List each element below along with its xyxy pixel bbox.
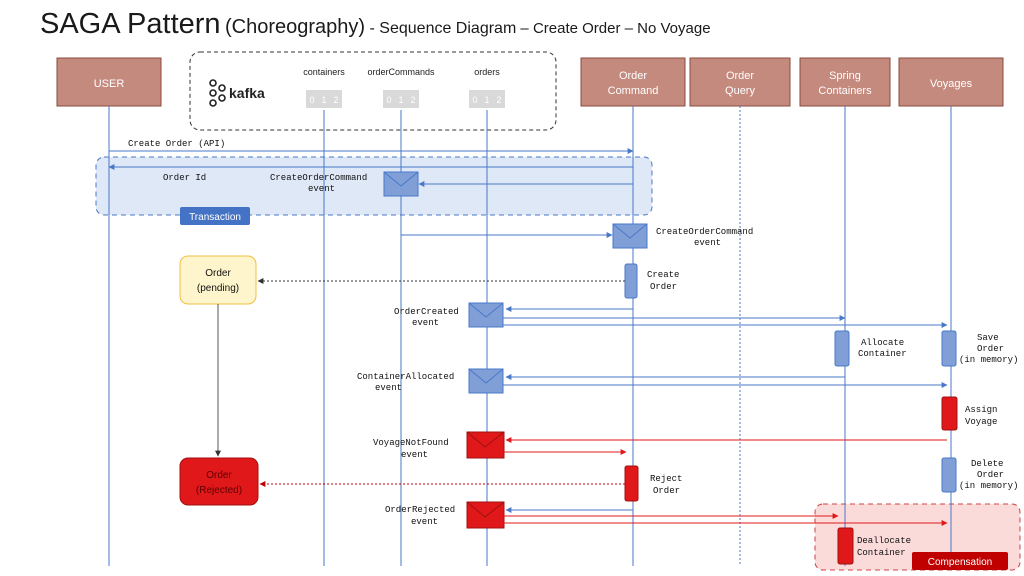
topic-order-commands-label: orderCommands	[367, 67, 435, 77]
title-dash: -	[365, 20, 380, 37]
svg-text:2: 2	[410, 95, 415, 105]
topic-containers-label: containers	[303, 67, 345, 77]
activation-assign-voyage	[941, 396, 958, 431]
label-deallocate-container-line1: Deallocate	[857, 536, 911, 546]
kafka-box	[189, 51, 557, 131]
label-create-order-command-1-line1: CreateOrderCommand	[270, 173, 367, 183]
envelope-order-rejected	[466, 501, 505, 529]
participant-spring-containers-label-2: Containers	[818, 85, 872, 97]
state-pending-line1: Order	[205, 268, 231, 279]
label-assign-voyage-line1: Assign	[965, 405, 997, 415]
svg-text:0: 0	[386, 95, 391, 105]
participant-order-query	[689, 57, 791, 107]
svg-text:0: 0	[472, 95, 477, 105]
label-order-rejected-line2: event	[411, 517, 438, 527]
activation-allocate-container	[834, 330, 850, 367]
envelope-voyage-not-found	[466, 431, 505, 459]
label-create-order-api: Create Order (API)	[128, 139, 225, 149]
svg-text:2: 2	[496, 95, 501, 105]
diagram-title: SAGA Pattern (Choreography) - Sequence D…	[40, 8, 711, 41]
label-order-created-line2: event	[412, 318, 439, 328]
label-order-created-line1: OrderCreated	[394, 307, 459, 317]
participant-voyages-label: Voyages	[930, 78, 973, 90]
participant-order-query-label-2: Query	[725, 85, 755, 97]
label-reject-order-line1: Reject	[650, 474, 682, 484]
label-assign-voyage-line2: Voyage	[965, 417, 997, 427]
label-create-order-command-2-line1: CreateOrderCommand	[656, 227, 753, 237]
label-reject-order-line2: Order	[653, 486, 680, 496]
kafka-logo-icon	[209, 79, 226, 107]
label-order-rejected-line1: OrderRejected	[385, 505, 455, 515]
svg-text:1: 1	[398, 95, 403, 105]
label-delete-order-line1: Delete	[971, 459, 1003, 469]
label-create-order-command-1-line2: event	[308, 184, 335, 194]
label-voyage-not-found-line1: VoyageNotFound	[373, 438, 449, 448]
participant-user-label: USER	[94, 78, 125, 90]
partitions-order-commands: 0 1 2	[383, 90, 419, 108]
title-sub: Sequence Diagram	[379, 20, 517, 37]
partitions-orders: 0 1 2	[469, 90, 505, 108]
compensation-tag	[912, 552, 1008, 570]
label-save-order-line1: Save	[977, 333, 999, 343]
title-paren: (Choreography)	[225, 16, 366, 38]
label-voyage-not-found-line2: event	[401, 450, 428, 460]
participant-order-query-label-1: Order	[726, 70, 754, 82]
label-order-id: Order Id	[163, 173, 206, 183]
participant-order-command	[580, 57, 686, 107]
participant-order-command-label-1: Order	[619, 70, 647, 82]
participant-user	[56, 57, 162, 107]
state-rejected-line2: (Rejected)	[196, 485, 242, 496]
envelope-container-allocated	[468, 368, 504, 394]
activation-reject-order	[624, 465, 639, 502]
label-allocate-container-line2: Container	[858, 349, 907, 359]
title-tail: – Create Order – No Voyage	[516, 20, 711, 37]
label-container-allocated-line1: ContainerAllocated	[357, 372, 454, 382]
transaction-tag-label: Transaction	[189, 212, 241, 223]
partitions-containers: 0 1 2	[306, 90, 342, 108]
envelope-create-order-command-2	[612, 223, 648, 249]
state-rejected-line1: Order	[206, 470, 232, 481]
transaction-region	[95, 156, 653, 216]
label-delete-order-line2: Order	[977, 470, 1004, 480]
topic-orders-label: orders	[474, 67, 500, 77]
envelope-order-created	[468, 302, 504, 328]
svg-text:1: 1	[484, 95, 489, 105]
label-save-order-line3: (in memory)	[959, 355, 1018, 365]
activation-create-order	[624, 263, 638, 299]
envelope-create-order-command-1	[383, 171, 419, 197]
activation-deallocate-container	[837, 527, 854, 565]
label-container-allocated-line2: event	[375, 383, 402, 393]
label-delete-order-line3: (in memory)	[959, 481, 1018, 491]
svg-text:0: 0	[309, 95, 314, 105]
participant-spring-containers	[799, 57, 891, 107]
label-create-order-line2: Order	[650, 282, 677, 292]
state-order-pending	[179, 255, 257, 305]
activation-save-order	[941, 330, 957, 367]
kafka-logo-text: kafka	[229, 85, 265, 101]
label-create-order-line1: Create	[647, 270, 679, 280]
label-save-order-line2: Order	[977, 344, 1004, 354]
state-order-rejected	[179, 457, 259, 506]
label-create-order-command-2-line2: event	[694, 238, 721, 248]
compensation-tag-label: Compensation	[928, 557, 992, 568]
svg-text:1: 1	[321, 95, 326, 105]
participant-spring-containers-label-1: Spring	[829, 70, 861, 82]
label-allocate-container-line1: Allocate	[861, 338, 904, 348]
label-deallocate-container-line2: Container	[857, 548, 906, 558]
transaction-tag	[180, 207, 250, 225]
state-pending-line2: (pending)	[197, 283, 239, 294]
participant-voyages	[898, 57, 1004, 107]
svg-text:2: 2	[333, 95, 338, 105]
activation-delete-order	[941, 457, 957, 493]
participant-order-command-label-2: Command	[608, 85, 659, 97]
title-main: SAGA Pattern	[40, 8, 221, 40]
